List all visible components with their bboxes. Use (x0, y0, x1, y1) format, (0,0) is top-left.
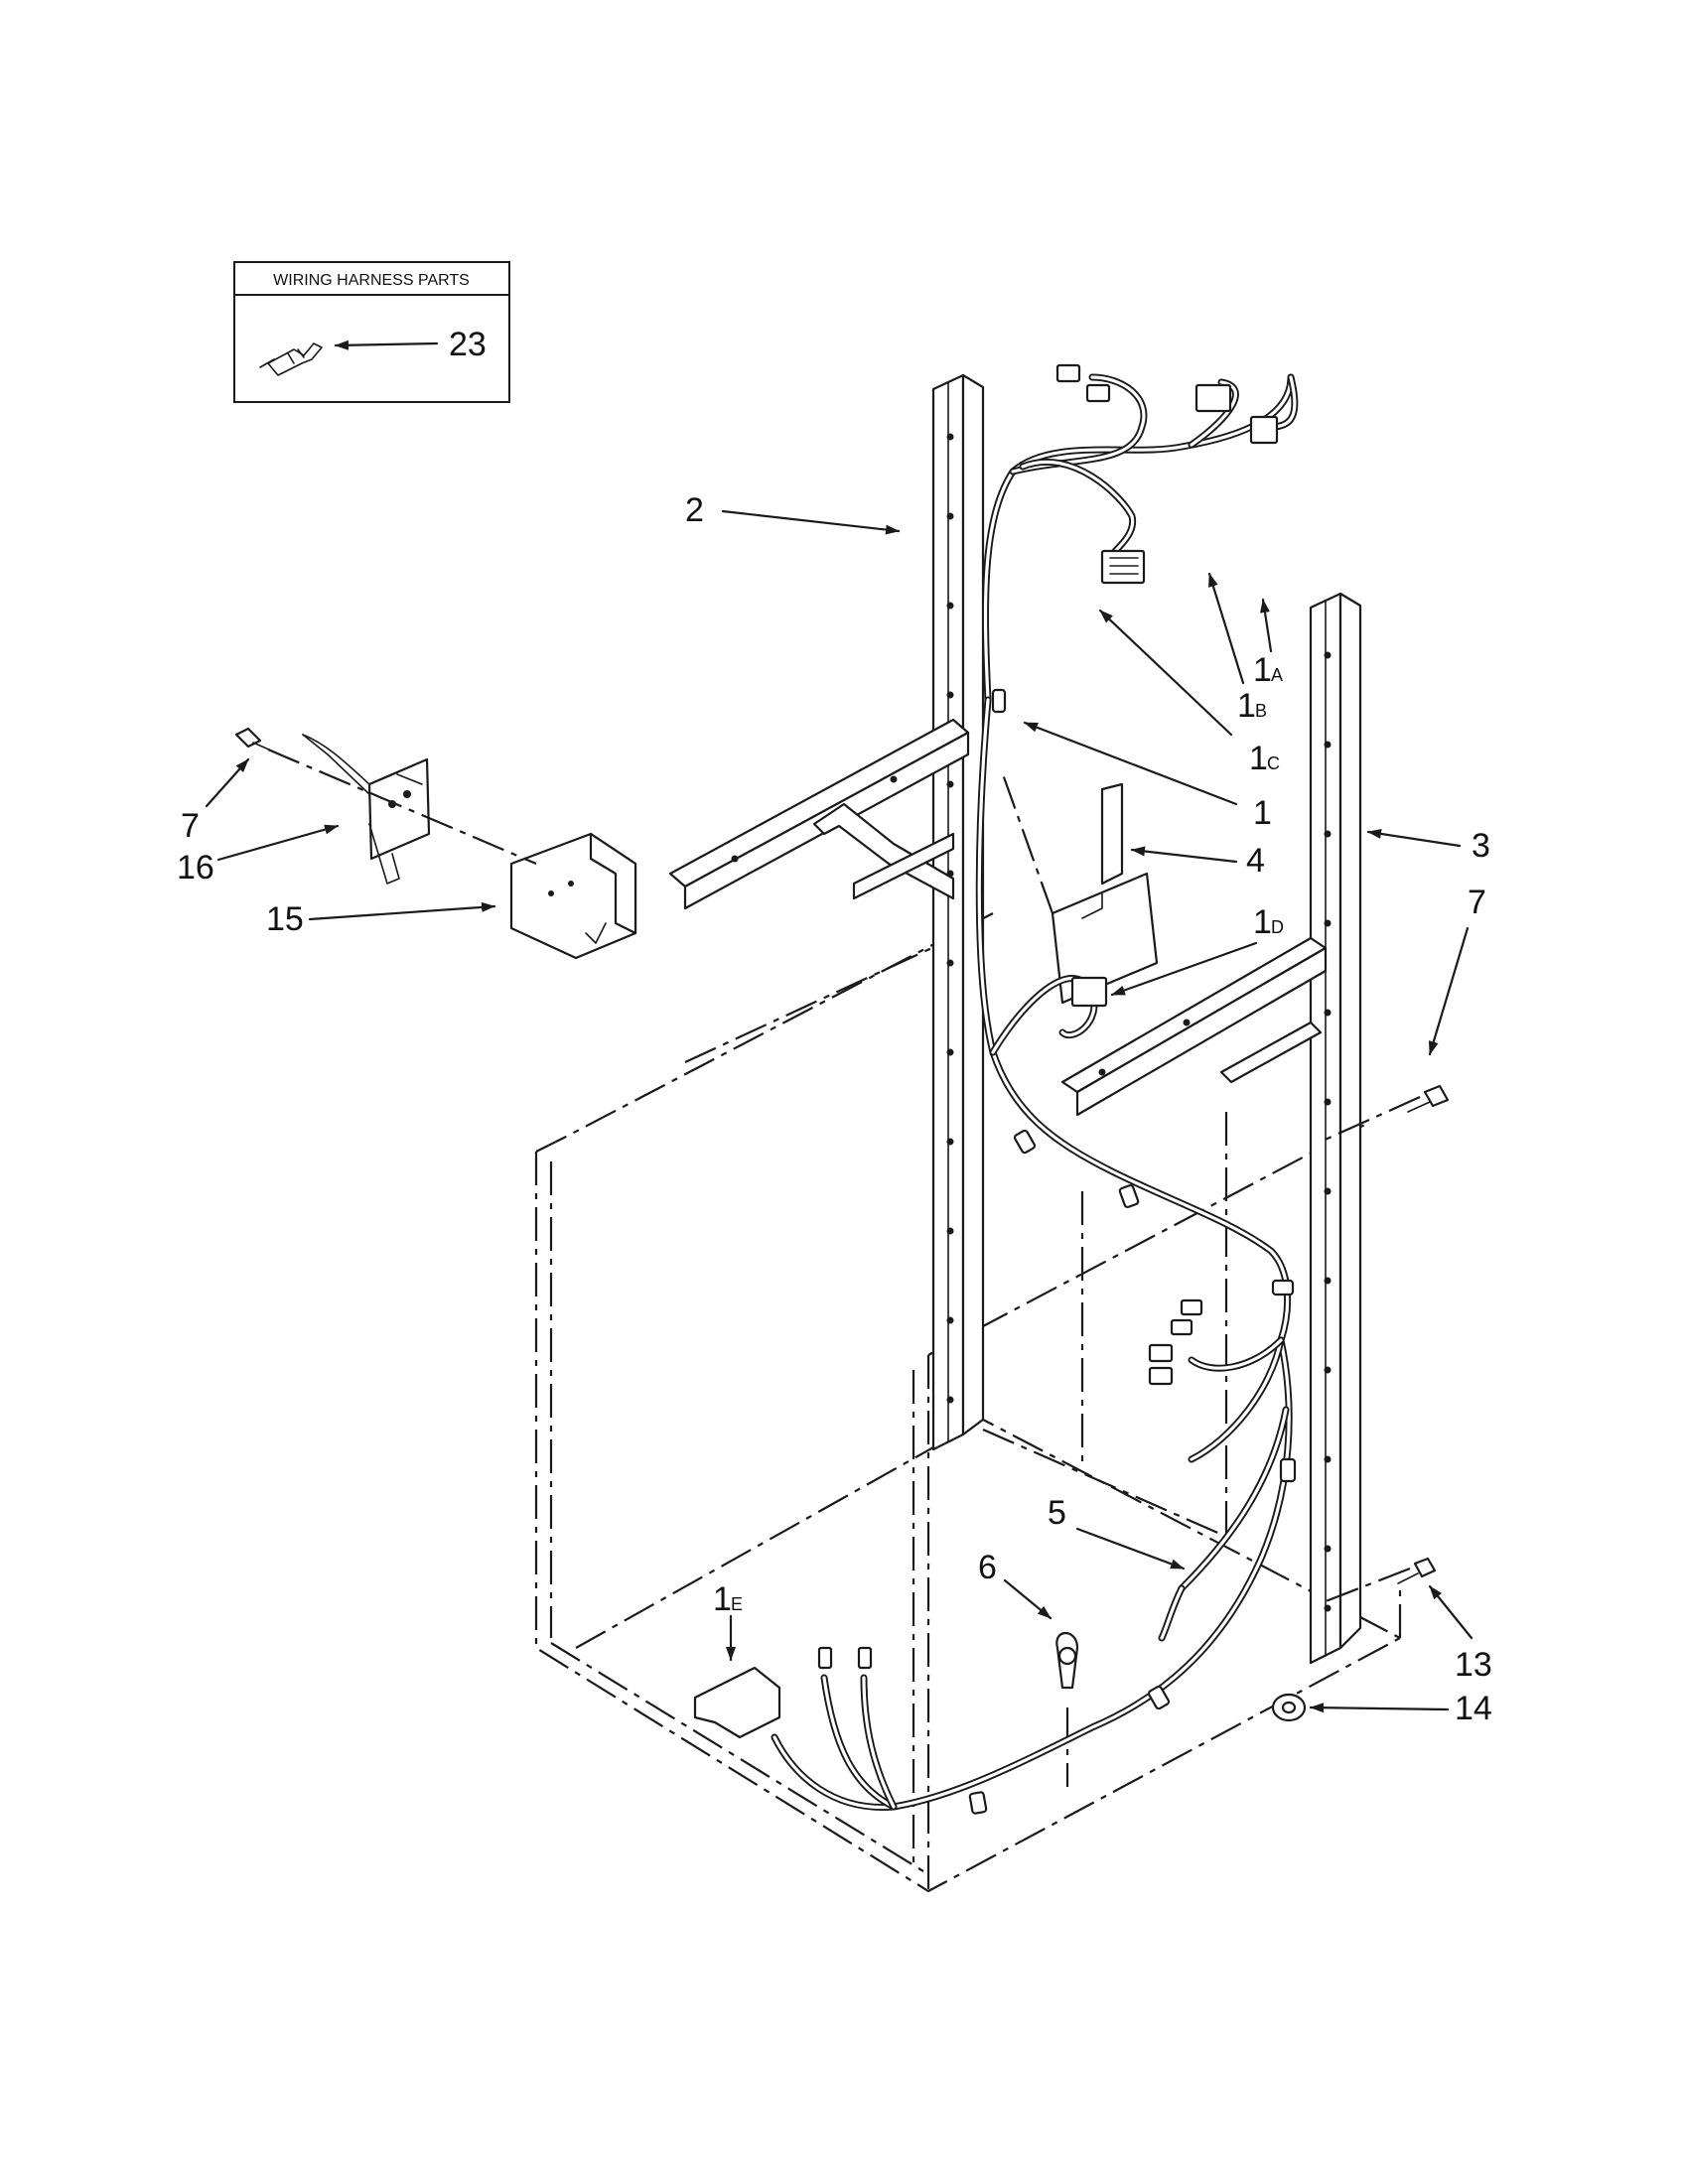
callout-5: 5 (1048, 1494, 1066, 1532)
terminal-part-icon (259, 342, 323, 376)
callout-6: 6 (978, 1549, 997, 1586)
ground-wire (1158, 1584, 1186, 1642)
inset-title: WIRING HARNESS PARTS (273, 272, 470, 289)
screw-left-icon (234, 727, 281, 755)
callout-2: 2 (685, 491, 704, 529)
callout-1b: 1 (1237, 687, 1256, 725)
screw-right-icon (1407, 1084, 1450, 1113)
callout-1c-sub: C (1267, 753, 1280, 773)
cabinet-outline (534, 912, 1402, 1893)
callout-14: 14 (1455, 1690, 1492, 1727)
connectors (693, 363, 1279, 1739)
callout-7-right: 7 (1468, 884, 1486, 921)
inset-leader (334, 340, 439, 350)
screw-bottom-icon (1397, 1557, 1437, 1584)
callout-1d-sub: D (1271, 917, 1284, 937)
callout-4: 4 (1246, 842, 1265, 880)
harness-bracket (1051, 782, 1159, 1005)
left-crossbar (668, 718, 970, 910)
callout-1e: 1 (713, 1580, 732, 1618)
callout-13: 13 (1455, 1646, 1492, 1684)
callout-1e-sub: E (731, 1594, 743, 1614)
callout-15: 15 (266, 900, 304, 938)
wire-clamp (1055, 1632, 1079, 1690)
washer-icon (1271, 1693, 1307, 1722)
right-frame-rail (1309, 592, 1362, 1665)
callout-7-left: 7 (181, 807, 200, 845)
callout-1: 1 (1253, 794, 1272, 832)
wire-harness (771, 373, 1299, 1815)
switch-mounting-bracket (509, 832, 637, 960)
callout-3: 3 (1472, 827, 1490, 865)
callout-1a-sub: A (1271, 665, 1283, 685)
callout-1a: 1 (1253, 651, 1272, 689)
callout-1d: 1 (1253, 903, 1272, 941)
callout-23: 23 (449, 326, 487, 363)
callout-1b-sub: B (1255, 701, 1267, 721)
callout-1c: 1 (1249, 740, 1268, 777)
callouts: 2 3 1 1 A 1 B 1 C 1 D 1 E 4 5 6 7 16 15 (177, 491, 1492, 1727)
wiring-harness-parts-inset: WIRING HARNESS PARTS 23 (233, 261, 510, 403)
left-frame-rail (931, 373, 985, 1451)
callout-16: 16 (177, 849, 214, 887)
door-switch (302, 734, 431, 885)
right-crossbar (1060, 936, 1328, 1117)
alignment-lines (267, 748, 1421, 1787)
